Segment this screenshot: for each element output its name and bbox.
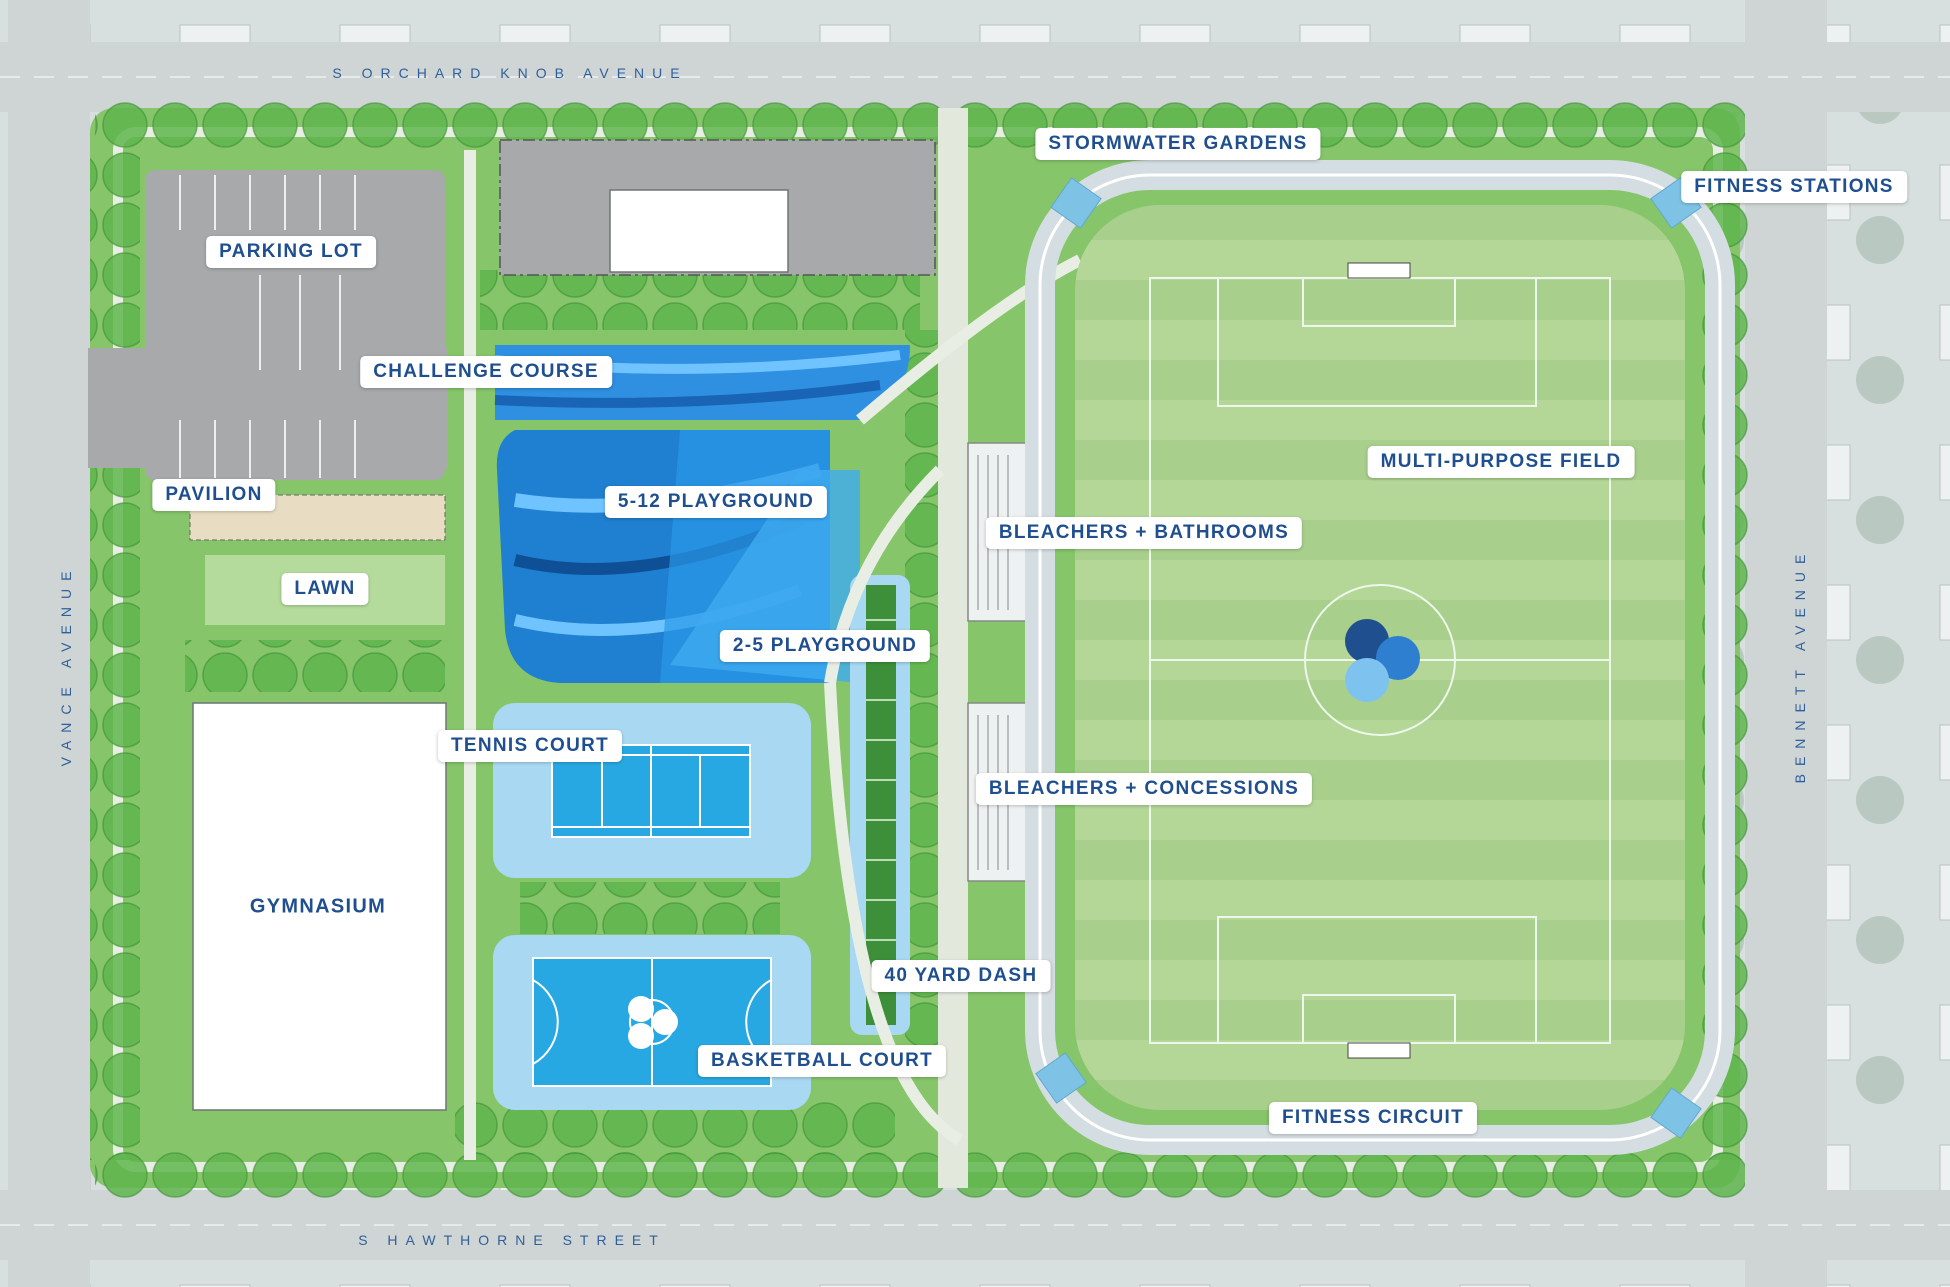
playground-area [494, 345, 910, 683]
label-basketball-court: BASKETBALL COURT [697, 1045, 947, 1077]
label-gymnasium: GYMNASIUM [249, 895, 387, 918]
label-pavilion: PAVILION [152, 479, 276, 511]
label-lawn: LAWN [281, 573, 369, 605]
lease-boundary [499, 139, 936, 276]
label-bleachers-concessions: BLEACHERS + CONCESSIONS [975, 773, 1313, 805]
label-fitness-circuit: FITNESS CIRCUIT [1268, 1102, 1478, 1134]
label-5-12-playground: 5-12 PLAYGROUND [604, 486, 828, 518]
street-south: S HAWTHORNE STREET [358, 1232, 666, 1248]
gymnasium-building [192, 702, 447, 1111]
existing-building [609, 189, 789, 273]
label-multi-purpose-field: MULTI-PURPOSE FIELD [1367, 446, 1635, 478]
central-promenade [938, 108, 968, 1188]
label-tennis-court: TENNIS COURT [437, 730, 623, 762]
basketball-court-area [493, 935, 811, 1110]
label-bleachers-bathrooms: BLEACHERS + BATHROOMS [985, 517, 1303, 549]
multi-purpose-field-turf [1075, 205, 1685, 1110]
logo-star-mark [628, 996, 654, 1022]
label-40-yard-dash: 40 YARD DASH [871, 960, 1051, 992]
label-2-5-playground: 2-5 PLAYGROUND [719, 630, 931, 662]
stormwater-basins [1035, 177, 1702, 1139]
label-stormwater-gardens: STORMWATER GARDENS [1035, 128, 1321, 160]
street-east: BENNETT AVENUE [1792, 546, 1808, 784]
label-parking-lot: PARKING LOT [206, 236, 376, 268]
label-fitness-stations: FITNESS STATIONS [1681, 171, 1907, 203]
label-challenge-course: CHALLENGE COURSE [360, 356, 612, 388]
street-west: VANCE AVENUE [58, 563, 74, 767]
street-north: S ORCHARD KNOB AVENUE [332, 65, 688, 81]
court-divider-trees [520, 882, 780, 934]
bleachers [967, 442, 1034, 882]
